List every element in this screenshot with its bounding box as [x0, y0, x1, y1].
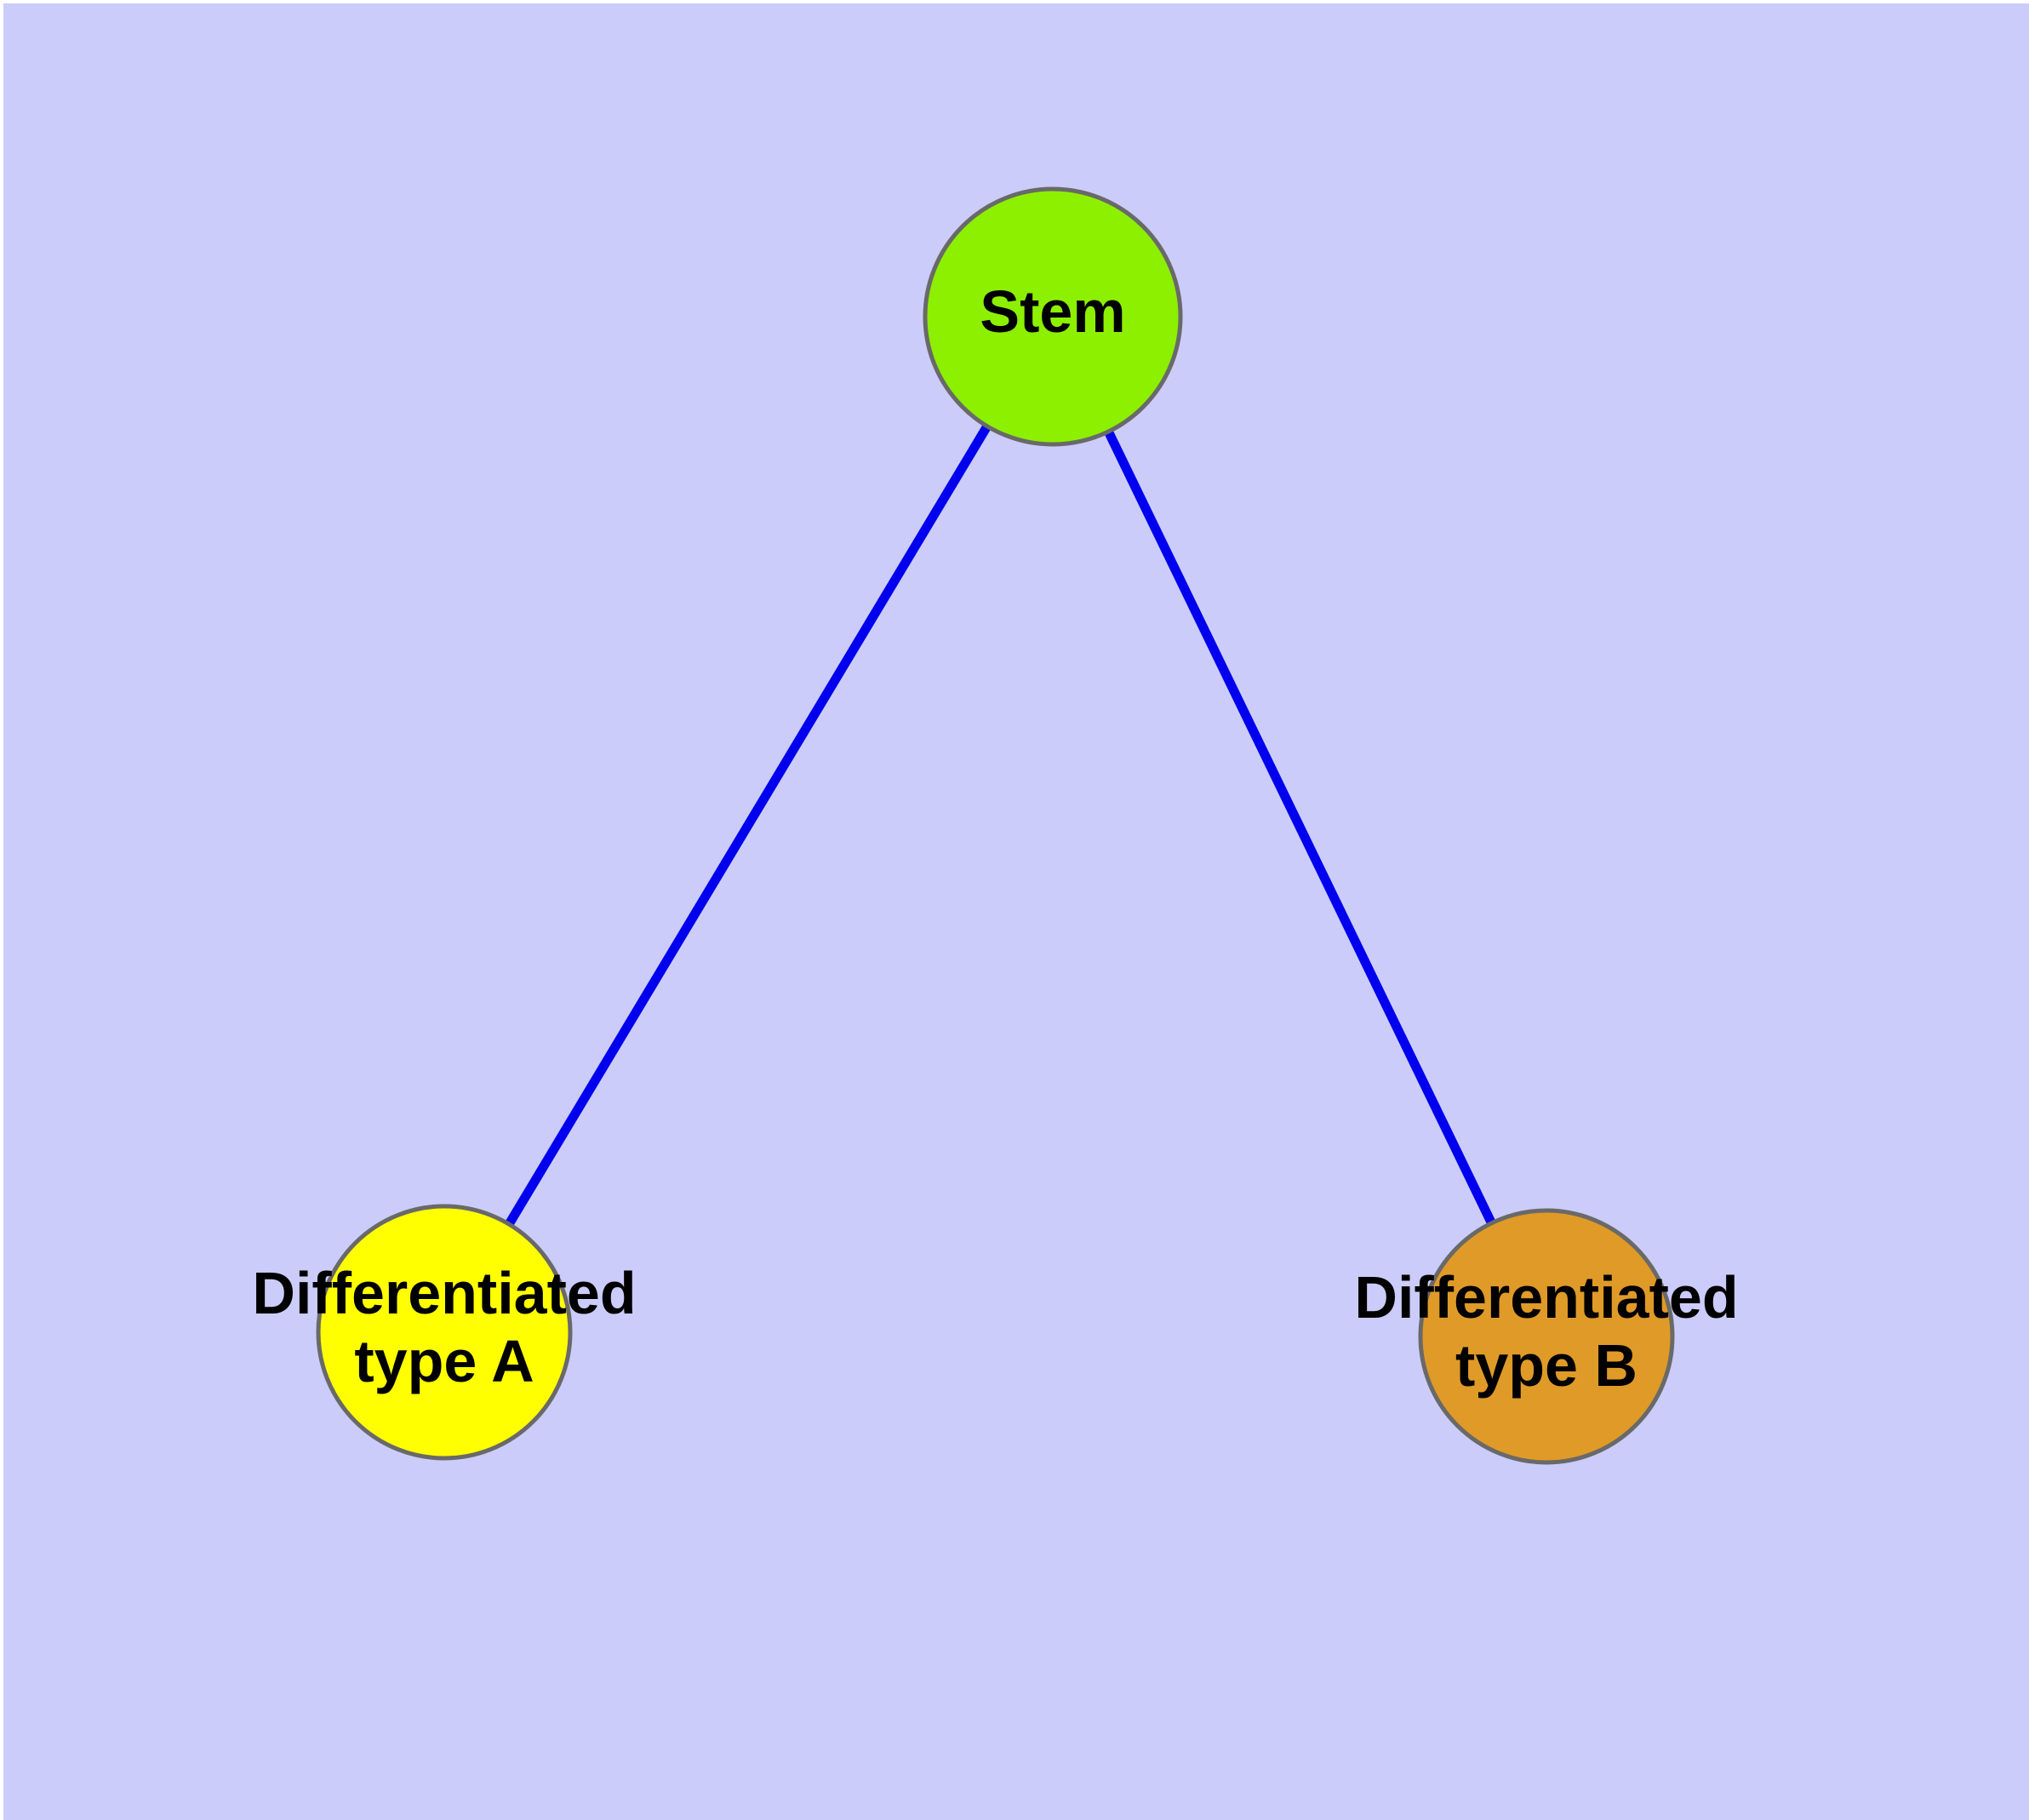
node-label-stem: Stem	[980, 278, 1125, 345]
node-label-line: Stem	[980, 278, 1125, 345]
graph-edge	[1105, 431, 1495, 1224]
node-label-line: Differentiated	[252, 1260, 636, 1326]
node-circle-diff_b[interactable]	[1418, 1208, 1675, 1465]
node-circle-diff_a[interactable]	[316, 1204, 573, 1461]
graph-edge	[506, 425, 991, 1226]
graph-node-stem[interactable]: Stem	[923, 186, 1183, 447]
node-label-line: type A	[354, 1328, 534, 1394]
node-circle-stem[interactable]	[923, 186, 1183, 447]
node-label-line: type B	[1455, 1332, 1637, 1399]
node-label-line: Differentiated	[1354, 1264, 1738, 1331]
edges-layer	[506, 425, 1495, 1226]
